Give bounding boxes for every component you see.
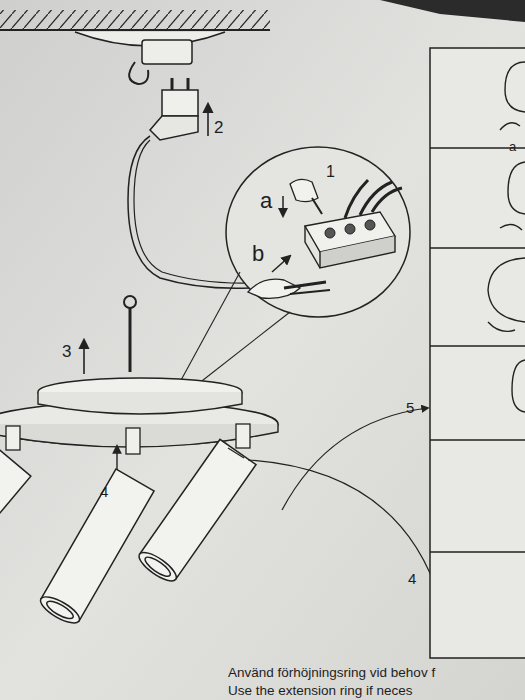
callout-number: 1	[326, 164, 335, 180]
instruction-note: Use the extension ring if neces	[228, 684, 413, 698]
callout-number: 5	[406, 400, 414, 415]
callout-number: 2	[214, 119, 223, 136]
callout-number: 4	[408, 571, 416, 586]
callout-number: 4	[100, 484, 108, 499]
instruction-note: Använd förhöjningsring vid behov f	[228, 666, 435, 680]
step-letter: a	[260, 190, 272, 212]
step-letter: a	[509, 140, 516, 153]
callout-number: 3	[62, 343, 71, 360]
step-letter: b	[252, 243, 264, 265]
